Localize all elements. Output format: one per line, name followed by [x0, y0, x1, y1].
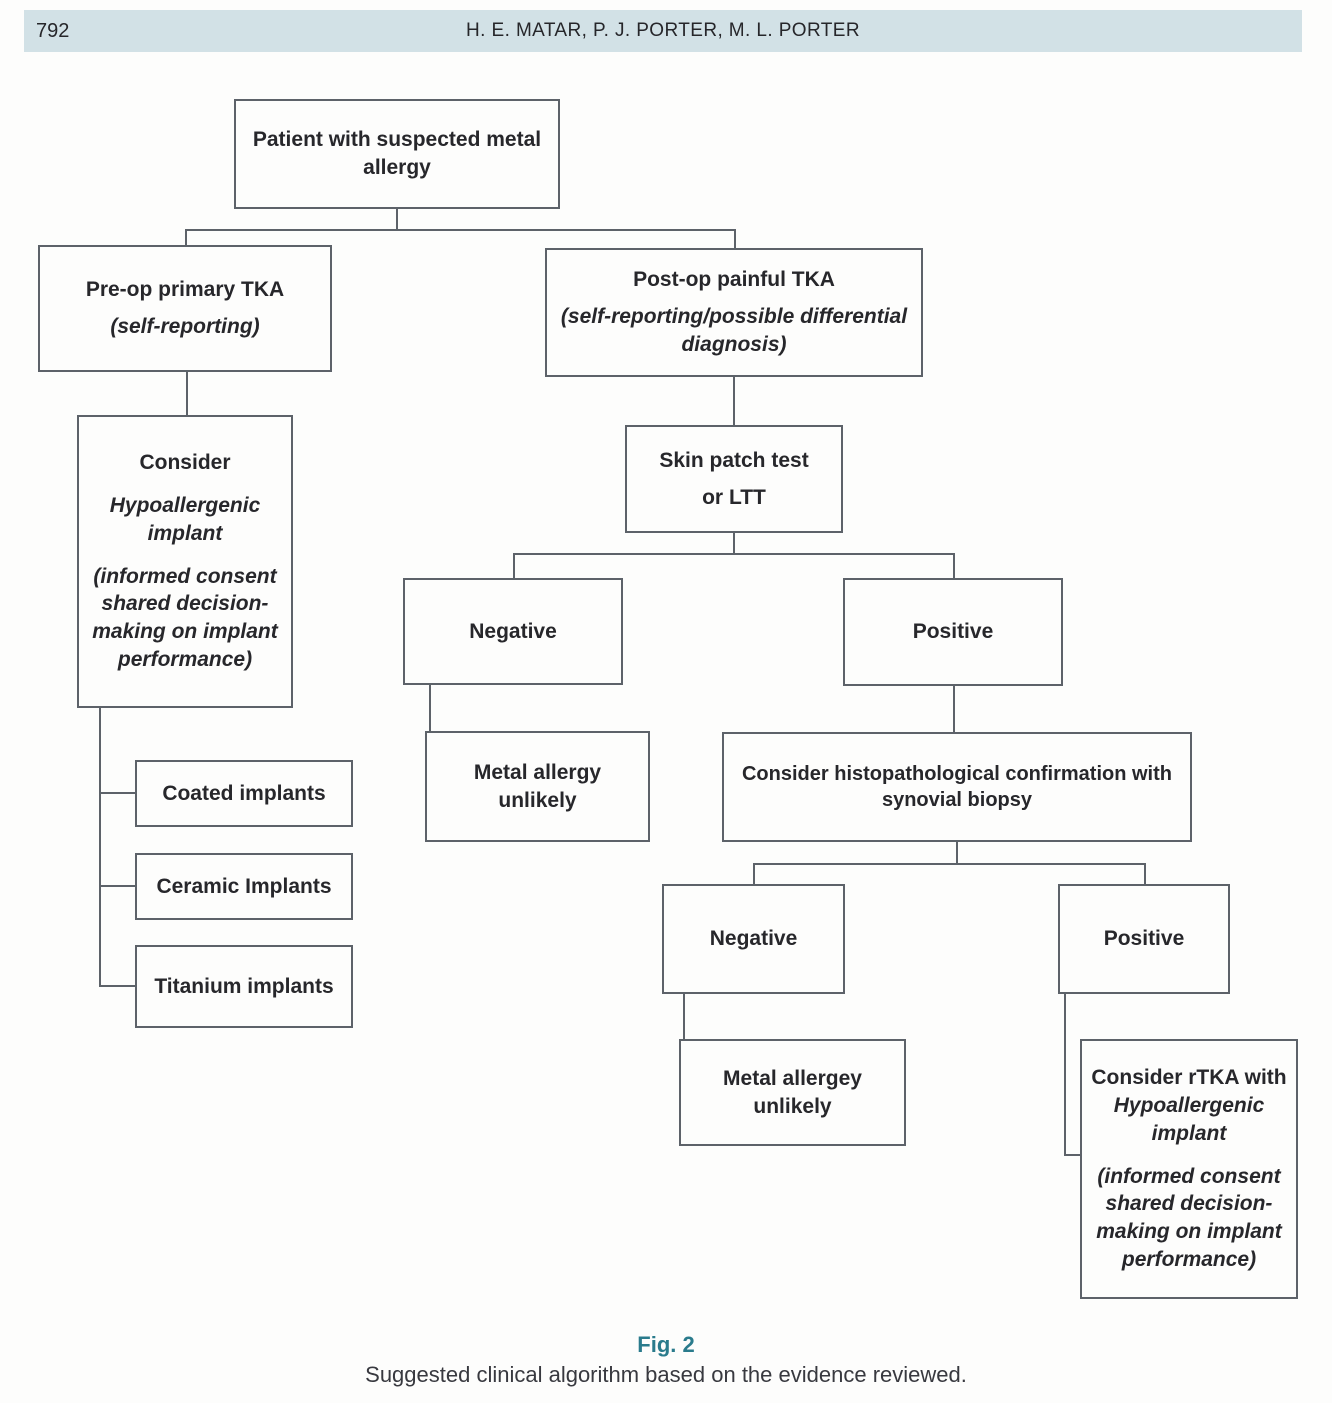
- connector-top-split: [185, 229, 736, 231]
- node-metal-allergey-unlikely: Metal allergey unlikely: [679, 1039, 906, 1146]
- connector-negative2-unlikely: [683, 994, 685, 1039]
- node-consider-hypoallergenic-implant: Consider Hypoallergenic implant (informe…: [77, 415, 293, 708]
- page-number: 792: [36, 19, 70, 42]
- node-sublabel: Hypoallergenic implant: [1113, 1094, 1265, 1145]
- node-titanium-implants: Titanium implants: [135, 945, 353, 1028]
- node-label: Coated implants: [162, 781, 326, 805]
- node-coated-implants: Coated implants: [135, 760, 353, 827]
- connector-skinpatch-down: [733, 533, 735, 555]
- node-sublabel: (self-reporting): [110, 315, 260, 338]
- connector-test-split: [513, 553, 955, 555]
- node-sublabel: (informed consent shared decision- makin…: [1096, 1164, 1282, 1271]
- node-label: Post-op painful TKA: [633, 268, 835, 292]
- node-sublabel: (informed consent shared decision- makin…: [92, 564, 278, 671]
- connector-preop-consider: [186, 372, 188, 415]
- connector-to-postop: [734, 229, 736, 248]
- node-label: Metal allergy unlikely: [473, 760, 602, 812]
- node-negative-biopsy: Negative: [662, 884, 845, 994]
- node-skin-patch-test: Skin patch test or LTT: [625, 425, 843, 533]
- connector-positive2-rtka: [1064, 1154, 1080, 1156]
- connector-positive-histo: [953, 686, 955, 732]
- node-postop-painful-tka: Post-op painful TKA (self-reporting/poss…: [545, 248, 923, 377]
- connector-to-positive-biopsy: [1144, 863, 1146, 884]
- node-sublabel: or LTT: [702, 485, 766, 509]
- connector-to-negative-test: [513, 553, 515, 578]
- node-histopathological-confirmation: Consider histopathological confirmation …: [722, 732, 1192, 842]
- node-negative-test: Negative: [403, 578, 623, 685]
- figure-label: Fig. 2: [637, 1332, 695, 1357]
- figure-caption: Suggested clinical algorithm based on th…: [365, 1362, 967, 1387]
- node-sublabel: (self-reporting/possible differential di…: [560, 305, 908, 356]
- node-positive-biopsy: Positive: [1058, 884, 1230, 994]
- node-label: Negative: [469, 619, 557, 643]
- node-label: Titanium implants: [154, 974, 334, 998]
- connector-negative-unlikely: [429, 685, 431, 731]
- node-label: Negative: [709, 927, 798, 951]
- connector-implant-spine: [99, 708, 101, 987]
- node-patient-suspected-allergy: Patient with suspected metal allergy: [234, 99, 560, 209]
- connector-histo-down: [956, 842, 958, 865]
- connector-to-positive-test: [953, 553, 955, 578]
- node-label: Pre-op primary TKA: [85, 278, 285, 302]
- node-label: Positive: [912, 620, 994, 644]
- node-sublabel: Hypoallergenic implant: [109, 494, 261, 545]
- node-positive-test: Positive: [843, 578, 1063, 686]
- node-label: Metal allergey unlikely: [723, 1066, 862, 1118]
- connector-to-negative-biopsy: [753, 863, 755, 884]
- flowchart: Patient with suspected metal allergy Pre…: [0, 52, 1332, 1322]
- node-consider-rtka: Consider rTKA with Hypoallergenic implan…: [1080, 1039, 1298, 1299]
- connector-postop-skinpatch: [733, 377, 735, 425]
- node-label: Skin patch test: [659, 448, 809, 472]
- node-label: Consider: [139, 451, 231, 475]
- node-preop-primary-tka: Pre-op primary TKA (self-reporting): [38, 245, 332, 372]
- node-metal-allergy-unlikely: Metal allergy unlikely: [425, 731, 650, 842]
- node-label: Consider rTKA with: [1091, 1066, 1287, 1090]
- node-ceramic-implants: Ceramic Implants: [135, 853, 353, 920]
- connector-biopsy-split: [753, 863, 1146, 865]
- running-head-authors: H. E. MATAR, P. J. PORTER, M. L. PORTER: [466, 20, 860, 41]
- node-label: Ceramic Implants: [156, 874, 332, 898]
- connector-spine-coated: [99, 792, 135, 794]
- node-label: Consider histopathological confirmation …: [741, 762, 1172, 811]
- connector-spine-titanium: [99, 985, 135, 987]
- node-label: Positive: [1103, 927, 1185, 951]
- connector-to-preop: [185, 229, 187, 245]
- connector-spine-ceramic: [99, 885, 135, 887]
- connector-root-down: [396, 209, 398, 231]
- header-bar: 792 H. E. MATAR, P. J. PORTER, M. L. POR…: [24, 10, 1302, 52]
- connector-positive2-down: [1064, 994, 1066, 1156]
- node-label: Patient with suspected metal allergy: [252, 128, 542, 179]
